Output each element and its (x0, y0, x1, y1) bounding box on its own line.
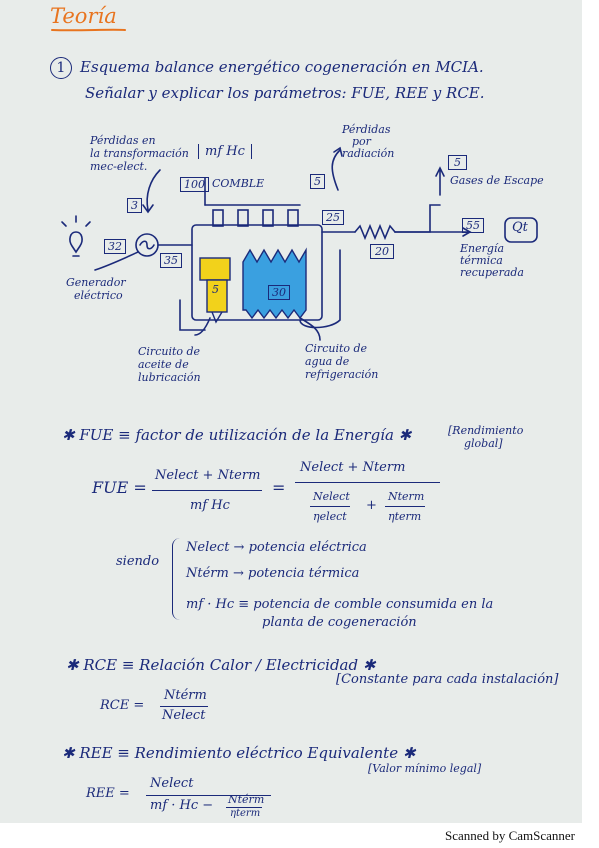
fuel-label: COMBLE (212, 177, 265, 190)
generator-pointer (94, 251, 139, 271)
radiation-loss-value: 5 (310, 174, 325, 189)
exhaust-outlet (394, 204, 441, 233)
title-underline (51, 28, 126, 32)
lamp-bulb (69, 231, 83, 254)
water-circuit (299, 249, 341, 329)
fue-d2-den: ηterm (388, 510, 422, 523)
mech-loss-value: 3 (127, 198, 142, 213)
fue-d2-bar (385, 506, 425, 507)
fue-d1-bar (310, 506, 350, 507)
generator-label: Generador eléctrico (66, 276, 126, 302)
rce-fraction-bar (160, 706, 208, 707)
fue-d1-num: Nelect (313, 490, 350, 503)
radiation-loss-label: Pérdidas por radiación (342, 123, 395, 160)
value-32: 32 (104, 239, 126, 254)
exhaust-heat-exchanger (354, 223, 396, 241)
fue-numerator: Nelect + Nterm (155, 468, 261, 483)
exhaust-value: 5 (448, 155, 467, 170)
value-35: 35 (160, 253, 182, 268)
scanned-page: Teoría 1 Esquema balance energético coge… (0, 0, 582, 823)
ree-den-b-bar (226, 807, 262, 808)
exhaust-arrow (435, 166, 445, 196)
cylinder-2 (237, 209, 249, 227)
fue-lhs: FUE = (92, 478, 147, 497)
fue-note: [Rendimiento global] (448, 424, 524, 450)
ree-fraction-bar (146, 795, 271, 796)
radiation-arrow (331, 146, 343, 191)
fue-denominator: mf Hc (190, 498, 230, 513)
value-5-oil: 5 (212, 283, 219, 296)
fue-def-2: Ntérm → potencia térmica (186, 566, 360, 581)
value-55: 55 (462, 218, 484, 233)
fue-fraction-bar-2 (295, 482, 440, 483)
rce-denominator: Nelect (162, 708, 206, 723)
fue-numerator-2: Nelect + Nterm (300, 460, 406, 475)
rce-heading: ✱ RCE ≡ Relación Calor / Electricidad ✱ (66, 656, 376, 674)
cylinder-3 (262, 209, 274, 227)
page-title: Teoría (50, 4, 117, 28)
ree-den-b-den: ηterm (230, 808, 261, 819)
ree-note: [Valor mínimo legal] (368, 762, 482, 775)
generator-wave (139, 240, 155, 250)
intro-line-2: Señalar y explicar los parámetros: FUE, … (85, 84, 485, 102)
mech-loss-label: Pérdidas en la transformación mec-elect. (90, 134, 189, 173)
ree-den-b-num: Ntérm (228, 793, 265, 806)
diagram-drawing (51, 28, 538, 341)
fue-d1-den: ηelect (313, 510, 347, 523)
oil-sump-bottom (206, 279, 228, 313)
water-circuit-label: Circuito de agua de refrigeración (305, 342, 379, 381)
water-jacket (242, 247, 307, 320)
fue-d2-num: Nterm (388, 490, 425, 503)
fue-fraction-bar (152, 490, 262, 491)
value-30: 30 (268, 285, 290, 300)
qt-box (504, 217, 538, 243)
rce-numerator: Ntérm (164, 688, 207, 703)
exhaust-label: Gases de Escape (450, 174, 544, 187)
fue-def-3a: mf · Hc ≡ potencia de comble consumida e… (186, 597, 494, 612)
oil-tip (211, 311, 223, 324)
lamp-rays (61, 215, 91, 227)
fue-siendo: siendo (116, 554, 160, 569)
fuel-value: 100 (180, 177, 209, 192)
ree-den-a: mf · Hc − (150, 798, 214, 813)
oil-circuit (179, 299, 206, 331)
section-number: 1 (50, 57, 72, 79)
rce-lhs: RCE = (100, 698, 145, 713)
fue-plus: + (366, 498, 377, 513)
recovered-thermal-label: Energía térmica recuperada (460, 242, 524, 279)
cylinder-1 (212, 209, 224, 227)
fue-equals: = (272, 478, 286, 497)
scanner-footer: Scanned by CamScanner (0, 823, 599, 848)
value-25: 25 (322, 210, 344, 225)
mech-loss-arrow (142, 169, 161, 214)
fue-def-3b: planta de cogeneración (262, 615, 417, 630)
fue-def-1: Nelect → potencia eléctrica (186, 540, 367, 555)
ree-numerator: Nelect (150, 776, 194, 791)
cylinder-4 (287, 209, 299, 227)
fuel-symbol: mf Hc (198, 144, 252, 159)
fue-brace (172, 538, 183, 620)
intro-line-1: Esquema balance energético cogeneración … (80, 58, 484, 76)
scanner-watermark: Scanned by CamScanner (445, 828, 575, 843)
oil-sump-top (199, 257, 231, 281)
fue-heading: ✱ FUE ≡ factor de utilización de la Ener… (62, 426, 412, 444)
ree-lhs: REE = (86, 786, 130, 801)
engine-block (191, 224, 323, 321)
rce-note: [Constante para cada instalación] (336, 672, 559, 687)
value-20: 20 (370, 244, 394, 259)
ree-heading: ✱ REE ≡ Rendimiento eléctrico Equivalent… (62, 744, 416, 762)
oil-pointer (194, 317, 211, 336)
qt-label: Qt (512, 220, 528, 235)
oil-circuit-label: Circuito de aceite de lubricación (138, 345, 201, 384)
water-pointer (299, 317, 321, 341)
